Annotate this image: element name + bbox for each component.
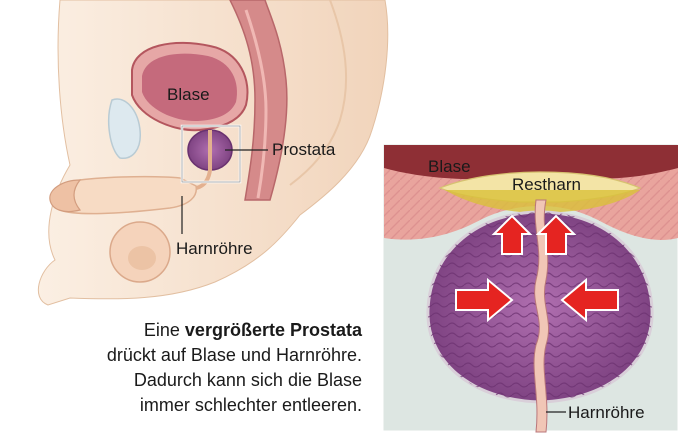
testicle-inner bbox=[128, 246, 156, 270]
label-urethra: Harnröhre bbox=[176, 240, 253, 257]
caption-line-1-prefix: Eine bbox=[144, 320, 180, 340]
inset-label-residual-urine: Restharn bbox=[512, 176, 581, 193]
caption-line-1-bold: vergrößerte Prostata bbox=[185, 320, 362, 340]
inset-label-bladder: Blase bbox=[428, 158, 471, 175]
caption-line-3: Dadurch kann sich die Blase bbox=[0, 368, 362, 393]
body-section bbox=[38, 0, 387, 305]
caption-line-2: drückt auf Blase und Harnröhre. bbox=[0, 343, 362, 368]
inset-label-urethra: Harnröhre bbox=[568, 404, 645, 421]
caption: Eine vergrößerte Prostata drückt auf Bla… bbox=[0, 318, 362, 418]
caption-line-1: Eine vergrößerte Prostata bbox=[0, 318, 362, 343]
label-prostate: Prostata bbox=[272, 141, 335, 158]
label-bladder: Blase bbox=[167, 86, 210, 103]
caption-line-4: immer schlechter entleeren. bbox=[0, 393, 362, 418]
